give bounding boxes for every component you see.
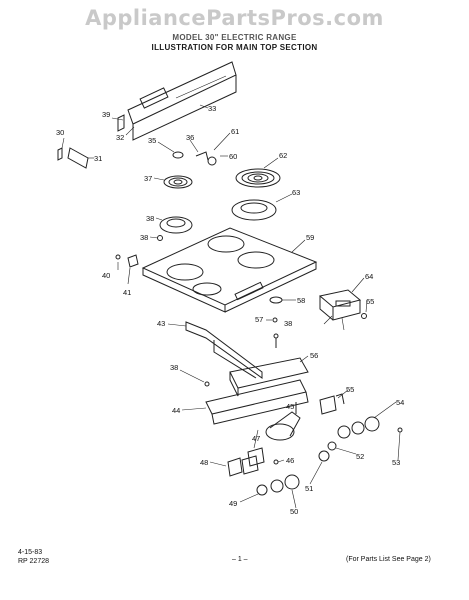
clip-34 — [195, 151, 209, 161]
screw-38b — [273, 333, 279, 339]
callout-label: 38 — [146, 214, 154, 223]
callout-label: 38 — [284, 319, 292, 328]
callout-label: 64 — [365, 272, 373, 281]
screw-44 — [273, 459, 279, 465]
callout-label: 37 — [144, 174, 152, 183]
clip-40 — [127, 254, 139, 268]
knob-49 — [318, 450, 330, 462]
switch-53 — [319, 393, 345, 415]
footer-note: (For Parts List See Page 2) — [346, 556, 431, 563]
callout-label: 49 — [229, 499, 237, 508]
footer-code: RP 22728 — [18, 558, 50, 565]
callout-label: 40 — [102, 271, 110, 280]
callout-label: 63 — [292, 188, 300, 197]
callout-label: 30 — [56, 128, 64, 137]
callout-label: 60 — [229, 152, 237, 161]
callout-label: 50 — [290, 507, 298, 516]
drip-pan-37 — [159, 216, 193, 234]
bracket-31 — [67, 147, 89, 169]
knobs-47-48 — [256, 474, 300, 496]
backguard-part — [127, 61, 237, 141]
surface-element-60 — [235, 168, 281, 188]
callout-label: 55 — [346, 385, 354, 394]
callout-label: 45 — [286, 402, 294, 411]
section-heading: ILLUSTRATION FOR MAIN TOP SECTION — [151, 43, 318, 52]
footer-page-number: – 1 – — [232, 556, 248, 563]
callout-label: 62 — [279, 151, 287, 160]
bracket-41 — [185, 321, 263, 379]
surface-element-36 — [163, 175, 193, 189]
watermark-logo: AppliancePartsPros.com — [85, 6, 384, 30]
screw-39 — [115, 254, 121, 260]
callout-label: 32 — [116, 133, 124, 142]
front-panel-42 — [205, 379, 309, 425]
callout-label: 47 — [252, 434, 260, 443]
callout-label: 56 — [310, 351, 318, 360]
screw-38 — [157, 235, 163, 241]
callout-label: 46 — [286, 456, 294, 465]
callout-label: 61 — [231, 127, 239, 136]
callout-label: 53 — [392, 458, 400, 467]
callout-label: 54 — [396, 398, 404, 407]
screw-51 — [397, 427, 403, 433]
callout-label: 51 — [305, 484, 313, 493]
control-panel-54 — [229, 357, 309, 397]
switch-46 — [227, 455, 259, 477]
callout-label: 31 — [94, 154, 102, 163]
callout-label: 57 — [255, 315, 263, 324]
bracket-32 — [117, 114, 125, 132]
footer-date: 4-15-83 — [18, 549, 43, 556]
callout-label: 59 — [306, 233, 314, 242]
receptacle-58 — [207, 156, 217, 166]
callout-label: 33 — [208, 104, 216, 113]
switch-45 — [247, 447, 265, 467]
knobs-52 — [337, 416, 380, 439]
callout-label: 38 — [140, 233, 148, 242]
callout-label: 52 — [356, 452, 364, 461]
callout-labels: 39 32 30 31 33 36 61 35 60 62 37 63 38 3… — [56, 104, 404, 516]
screw-38c — [204, 381, 210, 387]
ring-50 — [327, 441, 337, 451]
callout-label: 38 — [170, 363, 178, 372]
clip-35 — [172, 151, 184, 159]
switch-62 — [318, 289, 362, 321]
model-heading: MODEL 30" ELECTRIC RANGE — [172, 33, 297, 42]
callout-label: 35 — [148, 136, 156, 145]
callout-label: 65 — [366, 297, 374, 306]
screw-63 — [361, 313, 367, 319]
main-top-57 — [141, 227, 318, 313]
callout-label: 48 — [200, 458, 208, 467]
callout-label: 43 — [157, 319, 165, 328]
callout-label: 44 — [172, 406, 180, 415]
callout-label: 41 — [123, 288, 131, 297]
screw-55 — [272, 317, 278, 323]
callout-label: 58 — [297, 296, 305, 305]
gasket-56 — [269, 296, 283, 304]
drip-pan-61 — [231, 199, 277, 221]
callout-label: 39 — [102, 110, 110, 119]
callout-label: 36 — [186, 133, 194, 142]
screw-30 — [57, 147, 63, 161]
leader-lines — [61, 104, 401, 509]
switch-43 — [265, 411, 301, 441]
